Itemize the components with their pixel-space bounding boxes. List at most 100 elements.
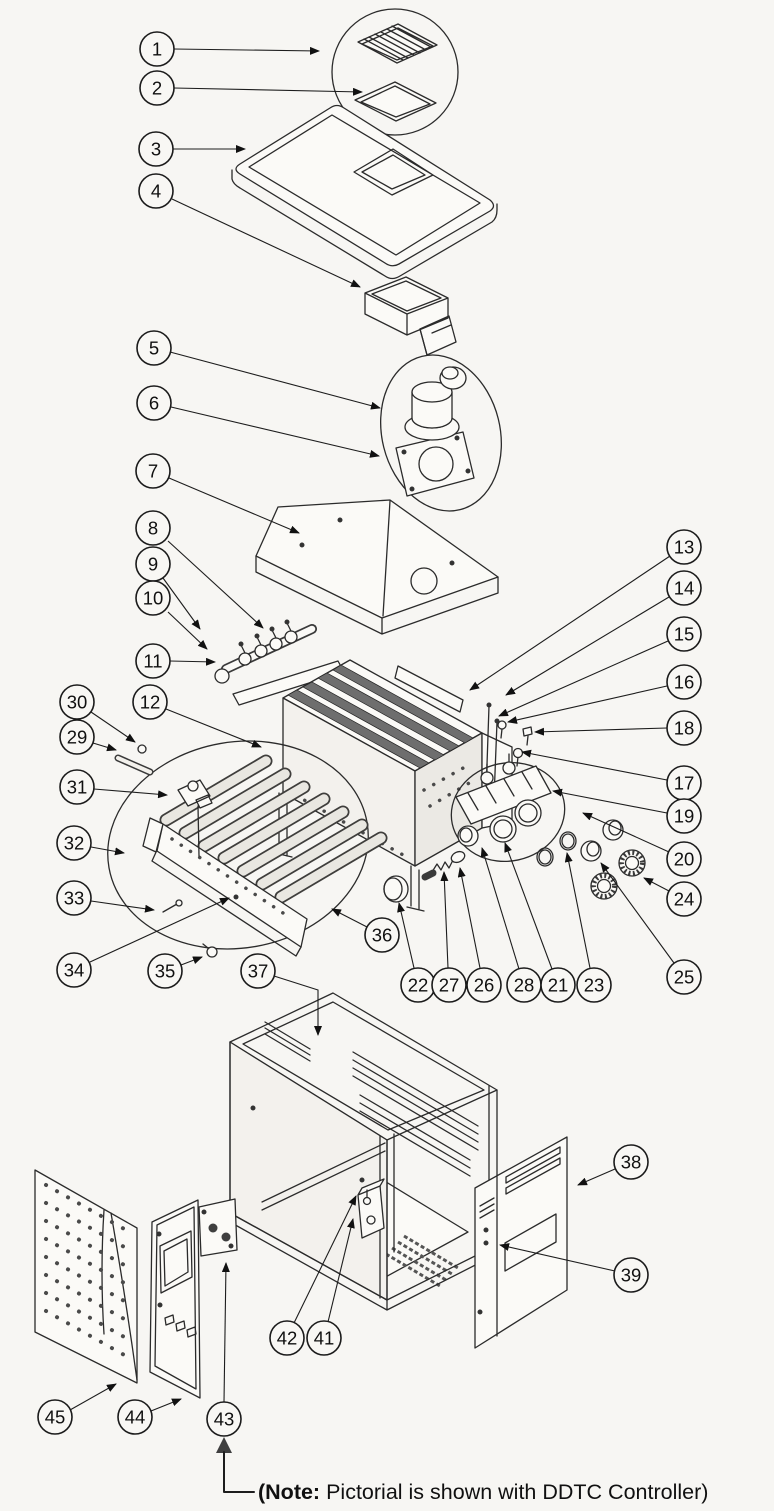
callout-15-circle — [666, 616, 702, 652]
leader-42 — [293, 1195, 357, 1324]
leader-37 — [273, 975, 322, 1036]
leader-24 — [643, 877, 670, 892]
orifice-2 — [254, 644, 268, 658]
callout-31: 31 — [59, 769, 95, 805]
leader-39 — [499, 1243, 616, 1272]
callout-29: 29 — [59, 719, 95, 755]
callout-20-circle — [666, 841, 702, 877]
callout-41-number: 41 — [314, 1328, 335, 1349]
callout-43-number: 43 — [214, 1409, 235, 1430]
callout-22-number: 22 — [408, 975, 429, 996]
tailpiece-2-bore — [608, 820, 622, 836]
leader-7 — [168, 477, 300, 534]
callout-19-number: 19 — [674, 806, 695, 827]
leader-2 — [173, 87, 363, 96]
callout-3: 3 — [138, 131, 174, 167]
bolt-heads — [486, 702, 500, 724]
callout-44-circle — [117, 1399, 153, 1435]
callout-4-number: 4 — [151, 181, 161, 202]
callout-34: 34 — [56, 952, 92, 988]
blower-mounting-plate — [395, 431, 475, 497]
callout-balloons: 1 2 3 4 5 6 7 8 9 10 11 12 13 14 15 16 1… — [37, 31, 702, 1437]
callout-10: 10 — [135, 580, 171, 616]
leader-32 — [90, 846, 125, 856]
callout-45-number: 45 — [45, 1407, 66, 1428]
cabinet-interior-louvers — [264, 1021, 479, 1177]
part-blower-detail — [379, 354, 503, 512]
callout-32: 32 — [56, 825, 92, 861]
callout-33: 33 — [56, 880, 92, 916]
callout-11-circle — [135, 643, 171, 679]
note-text: (Note: Pictorial is shown with DDTC Cont… — [258, 1480, 708, 1504]
bolt-shafts — [485, 705, 529, 800]
callout-14: 14 — [666, 570, 702, 606]
union-nut-1-bore — [596, 878, 612, 894]
callout-16-number: 16 — [674, 672, 695, 693]
part-controller-door — [149, 1199, 201, 1399]
igniter-lead — [162, 903, 178, 913]
tailpiece-1 — [580, 840, 602, 862]
callout-11: 11 — [135, 643, 171, 679]
callout-9: 9 — [135, 546, 171, 582]
igniter-electrode — [175, 899, 183, 907]
callout-12: 12 — [132, 684, 168, 720]
callout-8-number: 8 — [148, 518, 158, 539]
drain-cap-inner — [459, 827, 473, 843]
hood-screws — [299, 517, 455, 566]
leader-17 — [521, 749, 668, 781]
leader-36 — [331, 908, 368, 928]
callout-6: 6 — [136, 385, 172, 421]
tailpiece-1-bore — [586, 841, 600, 857]
leader-34 — [89, 897, 230, 963]
rail-strip — [394, 665, 464, 713]
callout-33-circle — [56, 880, 92, 916]
drain-stem — [421, 869, 437, 881]
leader-14 — [505, 596, 670, 696]
burner-tubes — [161, 756, 386, 902]
pilot-feed-line — [197, 805, 200, 857]
callout-2-number: 2 — [152, 78, 162, 99]
side-panel-slots — [479, 1146, 561, 1337]
part-gas-orifice-manifold — [214, 619, 345, 706]
callout-26-number: 26 — [474, 975, 495, 996]
callout-30: 30 — [59, 684, 95, 720]
callout-23-number: 23 — [584, 975, 605, 996]
o-ring-1 — [536, 847, 554, 867]
callout-39: 39 — [613, 1257, 649, 1293]
callout-26: 26 — [466, 967, 502, 1003]
part-inlet-outlet-header — [450, 753, 566, 863]
part-flue-collar — [364, 276, 457, 356]
callout-31-number: 31 — [67, 777, 88, 798]
leader-9 — [162, 577, 201, 630]
callout-4: 4 — [138, 173, 174, 209]
callout-37: 37 — [240, 953, 276, 989]
bracket-hole-2 — [221, 1232, 231, 1242]
leader-5 — [169, 351, 381, 410]
gas-valve-bracket — [357, 1178, 385, 1239]
callout-25-number: 25 — [674, 967, 695, 988]
callout-23: 23 — [576, 967, 612, 1003]
part-louver-grille-detail — [331, 8, 459, 136]
orifice-spuds — [238, 619, 290, 647]
callout-29-circle — [59, 719, 95, 755]
callout-6-circle — [136, 385, 172, 421]
callout-22: 22 — [400, 967, 436, 1003]
blower-cap-top — [441, 366, 459, 380]
header-fitting-1 — [480, 771, 494, 785]
leader-27 — [440, 871, 449, 969]
callout-18: 18 — [666, 710, 702, 746]
orifice-1 — [238, 652, 252, 666]
note-bold-label: (Note: — [258, 1480, 320, 1504]
fitting-stems — [486, 753, 510, 773]
callout-34-circle — [56, 952, 92, 988]
callout-3-number: 3 — [151, 139, 161, 160]
orifice-3 — [269, 637, 283, 651]
manifold-elbow — [214, 668, 230, 684]
callout-45: 45 — [37, 1399, 73, 1435]
sensor-small — [497, 720, 507, 730]
leader-8 — [167, 540, 264, 629]
part-mounting-bracket — [198, 1198, 238, 1257]
cabinet-left-face — [229, 1041, 388, 1301]
callout-14-circle — [666, 570, 702, 606]
callout-37-circle — [240, 953, 276, 989]
